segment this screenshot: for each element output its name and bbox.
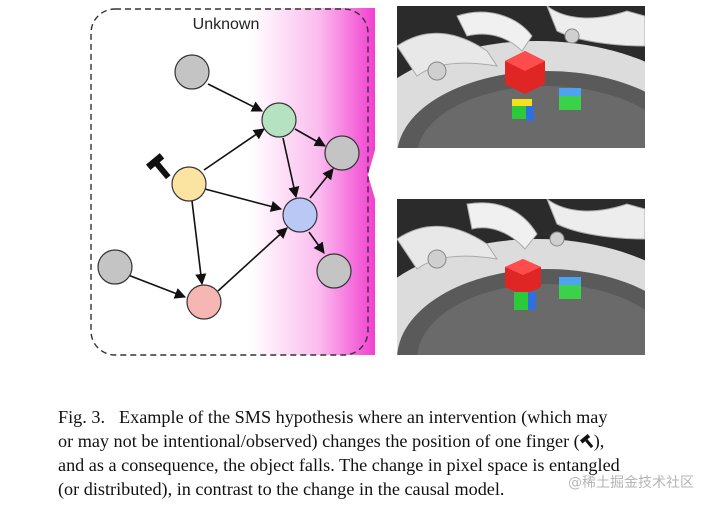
inline-hammer-icon (579, 433, 594, 449)
hammer-icon (145, 153, 171, 180)
edge-pink-to-blue (217, 227, 288, 292)
edge-top-gray-to-green (207, 83, 264, 112)
edge-green-to-blue (282, 137, 300, 199)
caption-line-2a: or may not be intentional/observed) chan… (58, 431, 580, 451)
node-left-gray (97, 249, 133, 285)
robot-hand-photo-after (397, 199, 645, 355)
node-yellow (171, 166, 207, 202)
edge-yellow-to-blue (204, 188, 283, 212)
edge-green-to-right-gray (294, 128, 326, 147)
pointer-tip (368, 160, 397, 190)
robot-hand-photo-before (397, 6, 645, 148)
edge-left-gray-to-pink (127, 274, 187, 299)
figure: Unknown (90, 6, 645, 356)
node-right-gray (324, 135, 360, 171)
pink-gradient-band (250, 8, 375, 355)
node-green (261, 102, 297, 138)
node-blue (282, 197, 318, 233)
edge-blue-to-lower-gray (308, 231, 325, 254)
watermark: @稀土掘金技术社区 (568, 475, 694, 491)
unknown-region-border (90, 8, 369, 356)
edge-yellow-to-green (203, 128, 265, 171)
caption-line-1: Fig. 3. Example of the SMS hypothesis whe… (58, 405, 710, 429)
figure-label: Fig. 3. (58, 407, 105, 427)
caption-line-1-text: Example of the SMS hypothesis where an i… (119, 407, 608, 427)
node-lower-gray (316, 253, 352, 289)
node-pink (186, 284, 222, 320)
causal-diagram: Unknown (90, 8, 397, 356)
caption-line-2b: ), (593, 431, 605, 451)
caption-line-4: (or distributed), in contrast to the cha… (58, 479, 505, 499)
figure-caption: Fig. 3. Example of the SMS hypothesis whe… (58, 405, 710, 501)
region-label: Unknown (193, 16, 260, 33)
edge-yellow-to-pink (191, 200, 207, 286)
caption-line-2: or may not be intentional/observed) chan… (58, 429, 710, 453)
caption-line-3: and as a consequence, the object falls. … (58, 455, 620, 475)
node-top-gray (174, 54, 210, 90)
edge-blue-to-right-gray (309, 168, 334, 199)
